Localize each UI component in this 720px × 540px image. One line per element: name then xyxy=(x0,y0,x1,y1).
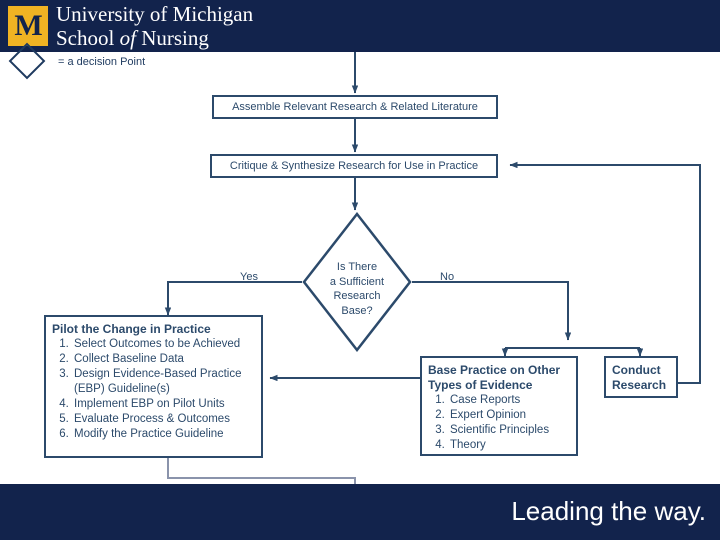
list-item: Case Reports xyxy=(448,393,570,408)
node-pilot-change-heading: Pilot the Change in Practice xyxy=(52,322,211,336)
node-pilot-change-list: Select Outcomes to be Achieved Collect B… xyxy=(52,337,255,442)
node-pilot-change[interactable]: Pilot the Change in Practice Select Outc… xyxy=(44,315,263,458)
node-base-practice-heading-line2: Types of Evidence xyxy=(428,378,533,392)
school-name: School of Nursing xyxy=(56,26,253,50)
node-conduct-research[interactable]: Conduct Research xyxy=(604,356,678,398)
decision-diamond-shape xyxy=(302,212,412,352)
list-item: Design Evidence-Based Practice (EBP) Gui… xyxy=(72,367,255,397)
list-item: Select Outcomes to be Achieved xyxy=(72,337,255,352)
list-item: Scientific Principles xyxy=(448,423,570,438)
brand-footer: Leading the way. xyxy=(0,484,720,540)
node-assemble-literature[interactable]: Assemble Relevant Research & Related Lit… xyxy=(212,95,498,119)
branch-label-no: No xyxy=(440,271,455,283)
list-item: Modify the Practice Guideline xyxy=(72,427,255,442)
node-conduct-research-line1: Conduct xyxy=(612,363,661,377)
decision-line-2: a Sufficient xyxy=(329,275,385,288)
node-base-practice-other-evidence[interactable]: Base Practice on Other Types of Evidence… xyxy=(420,356,578,456)
school-name-of: of xyxy=(119,26,136,50)
block-m-logo-icon: M xyxy=(8,6,48,46)
decision-line-4: Base? xyxy=(341,304,373,317)
list-item: Expert Opinion xyxy=(448,408,570,423)
decision-diamond-icon xyxy=(8,42,46,80)
node-decision-research-base[interactable]: Is There a Sufficient Research Base? xyxy=(302,212,412,352)
node-critique-synthesize-label: Critique & Synthesize Research for Use i… xyxy=(229,160,479,172)
brand-header: M University of Michigan School of Nursi… xyxy=(0,0,720,52)
branch-label-yes: Yes xyxy=(240,271,258,283)
institution-name: University of Michigan xyxy=(56,2,254,26)
list-item: Evaluate Process & Outcomes xyxy=(72,412,255,427)
node-critique-synthesize[interactable]: Critique & Synthesize Research for Use i… xyxy=(210,154,498,178)
decision-line-3: Research xyxy=(333,290,381,302)
node-conduct-research-line2: Research xyxy=(612,378,667,392)
node-base-practice-heading-line1: Base Practice on Other xyxy=(428,363,561,377)
institution-wordmark: University of Michigan School of Nursing xyxy=(56,2,253,50)
school-name-part2: Nursing xyxy=(135,26,209,50)
footer-tagline: Leading the way. xyxy=(511,496,706,526)
decision-question-text: Is There a Sufficient Research Base? xyxy=(302,260,412,318)
decision-line-1: Is There xyxy=(336,261,378,273)
list-item: Theory xyxy=(448,438,570,453)
node-assemble-literature-label: Assemble Relevant Research & Related Lit… xyxy=(232,101,478,113)
legend: = a decision Point xyxy=(8,42,234,82)
list-item: Collect Baseline Data xyxy=(72,352,255,367)
legend-label: = a decision Point xyxy=(58,56,146,68)
school-name-part1: School xyxy=(56,26,120,50)
node-base-practice-list: Case Reports Expert Opinion Scientific P… xyxy=(428,393,570,453)
logo-letter: M xyxy=(14,9,42,42)
list-item: Implement EBP on Pilot Units xyxy=(72,397,255,412)
